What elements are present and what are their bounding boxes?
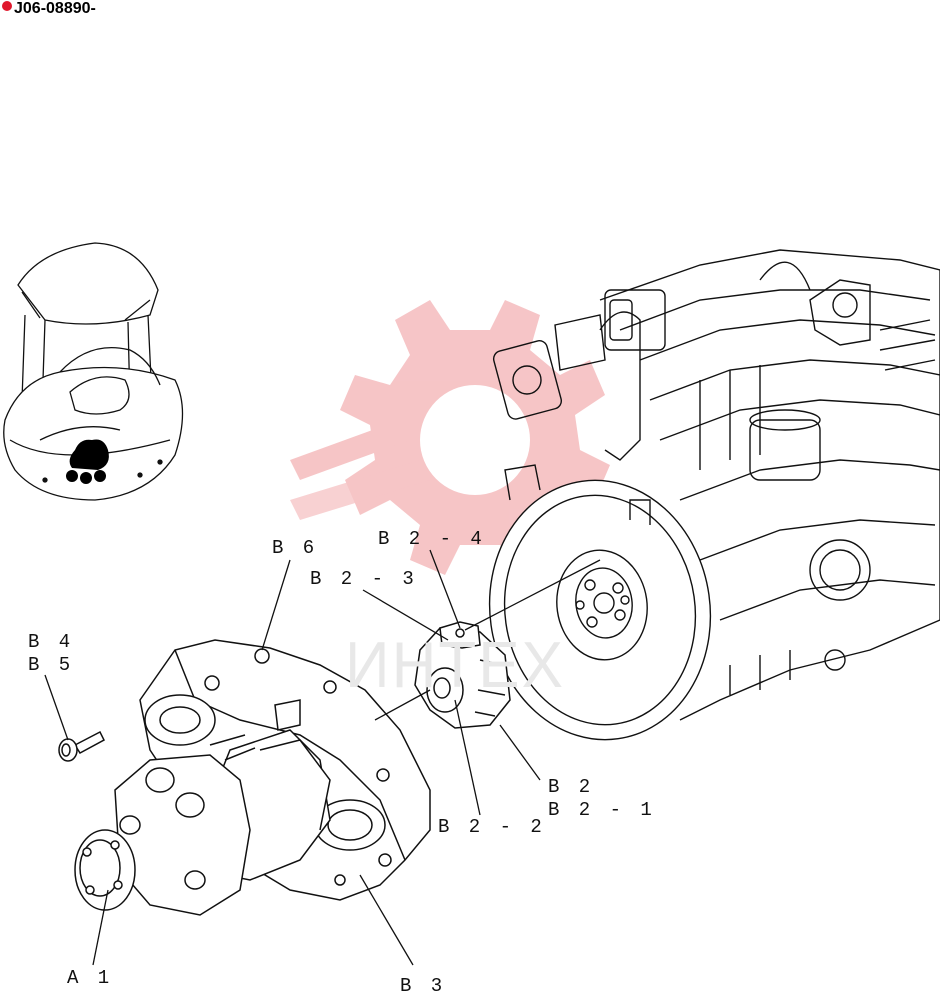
callout-b2-2: B 2 - 2: [438, 816, 546, 838]
callout-b2-1: B 2 - 1: [548, 799, 656, 821]
inset-highlight: [66, 439, 109, 484]
callout-b3: B 3: [400, 975, 447, 997]
callout-b2: B 2: [548, 776, 595, 798]
callout-b6: B 6: [272, 537, 319, 559]
drawing-number: J06-08890-: [2, 0, 96, 18]
callout-b5: B 5: [28, 654, 75, 676]
coupling: [414, 621, 511, 729]
watermark-text: ИНТЕХ: [345, 629, 565, 702]
drawing-number-text: J06-08890-: [14, 0, 96, 17]
flywheel: [488, 464, 712, 741]
callout-b2-4: B 2 - 4: [378, 528, 486, 550]
leader-lines: [44, 549, 601, 966]
red-marker-icon: [2, 1, 12, 11]
hydraulic-pump: [74, 729, 331, 916]
machine-location-inset: [3, 242, 184, 501]
callout-b2-3: B 2 - 3: [310, 568, 418, 590]
callout-a1: A 1: [67, 967, 114, 989]
callout-b4: B 4: [28, 631, 75, 653]
bolt: [58, 730, 105, 762]
